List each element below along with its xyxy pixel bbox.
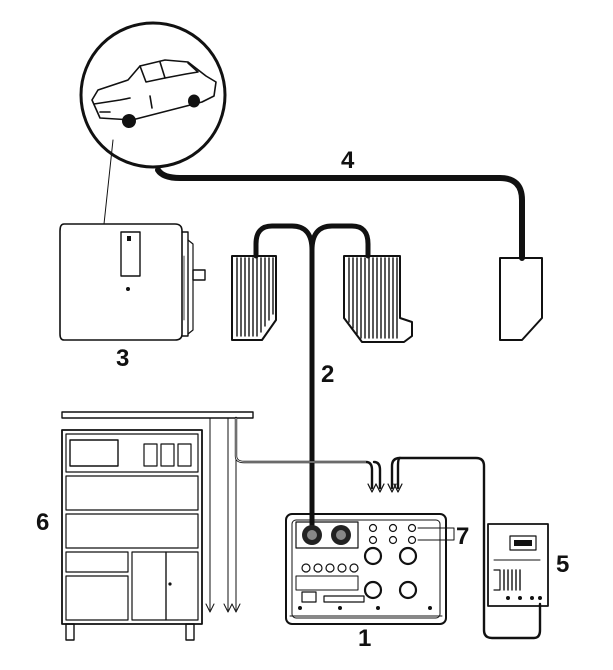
knob-icon bbox=[363, 580, 383, 600]
car-circle bbox=[79, 21, 227, 169]
equipment-rack bbox=[61, 411, 254, 641]
vehicle-cable bbox=[155, 167, 525, 261]
rack-top-shelf bbox=[61, 411, 254, 419]
small-unit-display bbox=[509, 535, 537, 551]
label-control-unit: 1 bbox=[358, 625, 371, 652]
knob-icon bbox=[363, 546, 383, 566]
cabinet-display bbox=[120, 231, 141, 277]
cabinet bbox=[59, 223, 206, 341]
label-small-unit: 5 bbox=[556, 551, 569, 578]
circle-to-cabinet-wire bbox=[103, 139, 114, 225]
label-rack: 6 bbox=[36, 509, 49, 536]
cabinet-handle bbox=[192, 269, 206, 281]
label-cabinet: 3 bbox=[116, 345, 129, 372]
car-wheel-front bbox=[188, 94, 200, 108]
pedal-cable bbox=[253, 223, 371, 531]
connector-leader bbox=[417, 527, 455, 541]
car-icon bbox=[91, 59, 217, 121]
left-pedal bbox=[231, 255, 277, 341]
label-pedal-cable: 2 bbox=[321, 361, 334, 388]
right-pedal bbox=[343, 255, 413, 343]
probe-device bbox=[499, 257, 543, 341]
control-unit bbox=[285, 513, 447, 625]
small-unit-cable bbox=[390, 456, 542, 640]
rack-signal-cable bbox=[234, 416, 382, 490]
knob-icon bbox=[398, 580, 418, 600]
label-vehicle-cable: 4 bbox=[341, 147, 355, 174]
label-connector-group: 7 bbox=[456, 523, 469, 550]
rack-screen bbox=[69, 439, 119, 467]
car-wheel-rear bbox=[122, 114, 136, 128]
small-unit bbox=[487, 523, 549, 607]
knob-icon bbox=[398, 546, 418, 566]
